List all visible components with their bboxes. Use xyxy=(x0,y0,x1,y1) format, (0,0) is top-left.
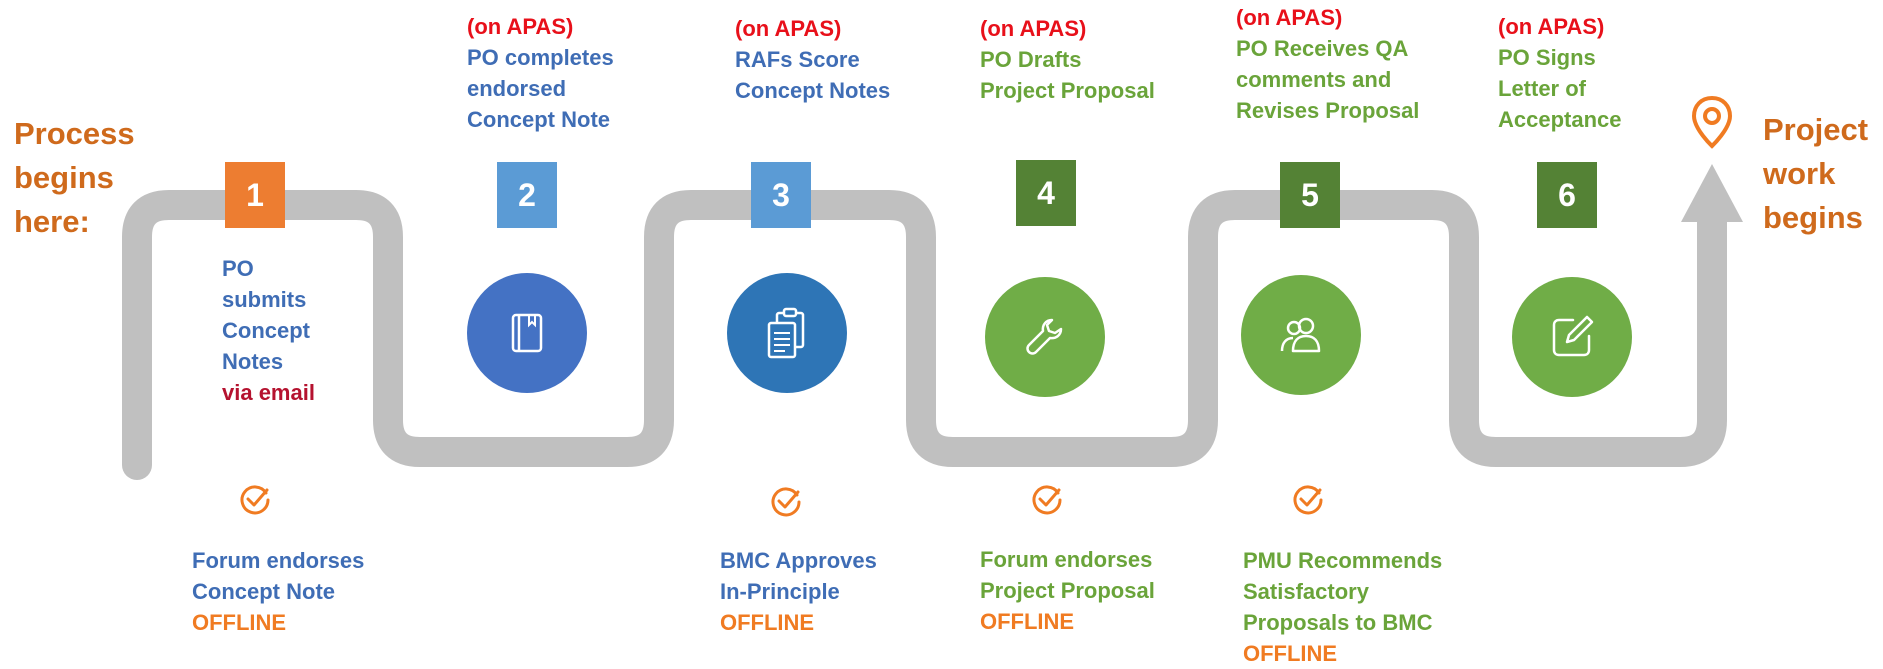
start-label-line: Process xyxy=(14,116,135,151)
step-4-circle xyxy=(985,277,1105,397)
milestone-line: Proposals to BMC xyxy=(1243,610,1433,635)
book-icon xyxy=(511,313,543,353)
check-circle-icon xyxy=(771,487,801,517)
step-badge-3: 3 xyxy=(751,162,811,228)
step-6-text: (on APAS) PO Signs Letter of Acceptance xyxy=(1498,11,1622,135)
end-label-line: Project xyxy=(1763,112,1869,147)
step-4-text: (on APAS) PO Drafts Project Proposal xyxy=(980,13,1155,106)
step-5-text: (on APAS) PO Receives QA comments and Re… xyxy=(1236,2,1419,126)
step-line: Acceptance xyxy=(1498,107,1622,132)
start-label: Process begins here: xyxy=(14,112,135,244)
check-circle-icon xyxy=(1032,485,1062,515)
step-line: Concept Notes xyxy=(735,78,891,103)
step-badge-6: 6 xyxy=(1537,162,1597,228)
step-line: Concept Note xyxy=(467,107,610,132)
step-line: PO completes xyxy=(467,45,614,70)
step-tag: (on APAS) xyxy=(467,14,574,39)
milestone-3-text: Forum endorses Project Proposal OFFLINE xyxy=(980,544,1155,637)
location-pin-icon xyxy=(1691,95,1733,149)
step-tag: (on APAS) xyxy=(1498,14,1605,39)
step-line: PO Receives QA xyxy=(1236,36,1409,61)
step-badge-2: 2 xyxy=(497,162,557,228)
start-label-line: here: xyxy=(14,204,90,239)
step-tag: (on APAS) xyxy=(980,16,1087,41)
milestone-line: Concept Note xyxy=(192,579,335,604)
milestone-4-text: PMU Recommends Satisfactory Proposals to… xyxy=(1243,545,1442,669)
step-2-circle xyxy=(467,273,587,393)
milestone-line: Forum endorses xyxy=(192,548,365,573)
step-line: Concept xyxy=(222,318,310,343)
step-line: PO Signs xyxy=(1498,45,1596,70)
step-1-text: PO submits Concept Notes via email xyxy=(222,253,315,408)
milestone-line: BMC Approves xyxy=(720,548,877,573)
step-line: PO Drafts xyxy=(980,47,1082,72)
step-line: endorsed xyxy=(467,76,567,101)
end-label: Project work begins xyxy=(1763,108,1868,240)
edit-icon xyxy=(1552,315,1594,357)
milestone-line: PMU Recommends xyxy=(1243,548,1443,573)
milestone-line: Forum endorses xyxy=(980,547,1153,572)
wrench-icon xyxy=(1026,318,1063,355)
end-label-line: work xyxy=(1763,156,1836,191)
milestone-line: Project Proposal xyxy=(980,578,1155,603)
step-line: Letter of xyxy=(1498,76,1586,101)
step-line: Project Proposal xyxy=(980,78,1155,103)
step-line: RAFs Score xyxy=(735,47,860,72)
step-3-text: (on APAS) RAFs Score Concept Notes xyxy=(735,13,890,106)
step-extra: via email xyxy=(222,380,315,405)
arrow-head xyxy=(1681,164,1743,222)
clipboard-icon xyxy=(767,307,805,359)
step-badge-4: 4 xyxy=(1016,160,1076,226)
step-6-circle xyxy=(1512,277,1632,397)
start-label-line: begins xyxy=(14,160,114,195)
step-badge-1: 1 xyxy=(225,162,285,228)
milestone-2-text: BMC Approves In-Principle OFFLINE xyxy=(720,545,877,638)
step-line: PO xyxy=(222,256,254,281)
milestone-status: OFFLINE xyxy=(720,610,815,635)
milestone-line: Satisfactory xyxy=(1243,579,1369,604)
step-badge-5: 5 xyxy=(1280,162,1340,228)
milestone-status: OFFLINE xyxy=(1243,641,1338,666)
milestone-status: OFFLINE xyxy=(980,609,1075,634)
end-label-line: begins xyxy=(1763,200,1863,235)
step-line: comments and xyxy=(1236,67,1392,92)
milestone-1-text: Forum endorses Concept Note OFFLINE xyxy=(192,545,364,638)
check-circle-icon xyxy=(240,485,270,515)
milestone-status: OFFLINE xyxy=(192,610,287,635)
step-tag: (on APAS) xyxy=(1236,5,1343,30)
step-line: Revises Proposal xyxy=(1236,98,1420,123)
step-line: submits xyxy=(222,287,307,312)
users-icon xyxy=(1280,317,1321,353)
step-line: Notes xyxy=(222,349,284,374)
step-2-text: (on APAS) PO completes endorsed Concept … xyxy=(467,11,614,135)
step-3-circle xyxy=(727,273,847,393)
check-circle-icon xyxy=(1293,485,1323,515)
step-5-circle xyxy=(1241,275,1361,395)
step-tag: (on APAS) xyxy=(735,16,842,41)
milestone-line: In-Principle xyxy=(720,579,840,604)
